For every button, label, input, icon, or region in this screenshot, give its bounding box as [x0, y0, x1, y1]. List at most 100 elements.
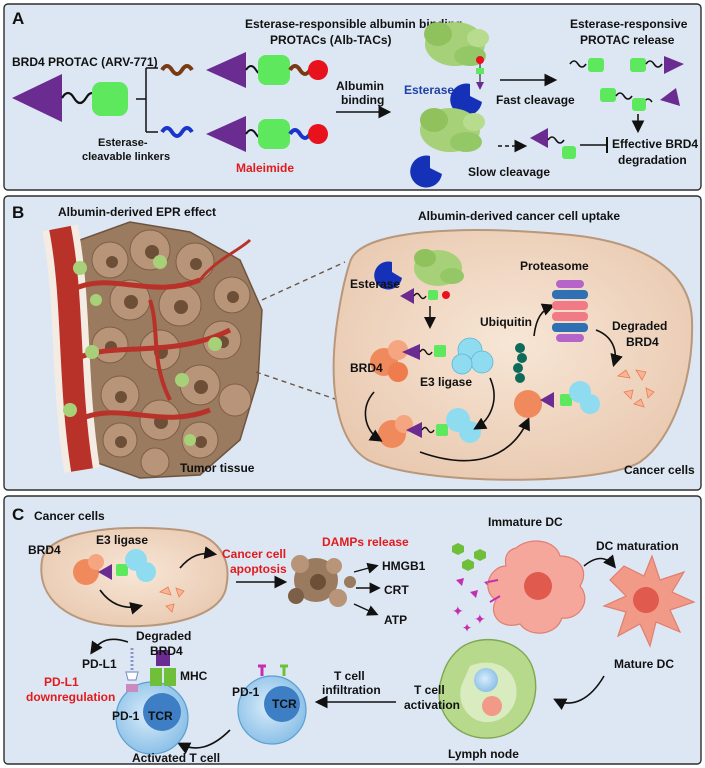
- slow-cleavage: Slow cleavage: [468, 165, 550, 179]
- uptake-title: Albumin-derived cancer cell uptake: [418, 209, 620, 223]
- pd1-left: PD-1: [112, 709, 140, 723]
- effective-2: degradation: [618, 153, 687, 167]
- maleimide-label: Maleimide: [236, 161, 294, 175]
- albumin-bottom: [420, 108, 485, 152]
- activation-1: T cell: [414, 683, 445, 697]
- e3-label-c: E3 ligase: [96, 533, 148, 547]
- degraded-1-c: Degraded: [136, 629, 191, 643]
- cancer-cells-label-c: Cancer cells: [34, 509, 105, 523]
- ternary-complex-c: [73, 549, 156, 585]
- panel-a: A BRD4 PROTAC (ARV-771) Esterase- cleava…: [3, 3, 702, 191]
- release-title-1: Esterase-responsive: [570, 17, 688, 31]
- infiltration-2: infiltration: [322, 683, 381, 697]
- bracket: [136, 67, 158, 133]
- e3-ligand-square: [92, 82, 128, 116]
- pdl1-down-1: PD-L1: [44, 675, 79, 689]
- degraded-fragments-b: [617, 369, 655, 408]
- degraded-1-b: Degraded: [612, 319, 667, 333]
- panel-a-letter: A: [12, 9, 24, 28]
- proteasome-icon: [552, 280, 588, 342]
- e3-blob-b1: [451, 337, 494, 375]
- arv-label: BRD4 PROTAC (ARV-771): [12, 55, 158, 69]
- atp-label: ATP: [384, 613, 407, 627]
- released-protacs: [569, 56, 684, 111]
- brd4-label-c: BRD4: [28, 543, 61, 557]
- infiltration-1: T cell: [334, 669, 365, 683]
- lymph-node: [438, 639, 537, 739]
- arv771-molecule: [12, 74, 128, 122]
- svg-text:✦: ✦: [462, 621, 472, 635]
- brd4-blob-b: [370, 340, 408, 382]
- atp-stars: ✦ ✦ ✦: [452, 604, 486, 635]
- mature-dc: [602, 554, 696, 648]
- blue-linker: [160, 126, 194, 138]
- activated-t-label: Activated T cell: [132, 751, 220, 765]
- tcell-mid: [237, 664, 307, 745]
- albumin-in-tissue: [63, 255, 222, 446]
- release-title-2: PROTAC release: [580, 33, 675, 47]
- pd1-mid: PD-1: [232, 685, 260, 699]
- mature-dc-label: Mature DC: [614, 657, 674, 671]
- pdl1-receptor: [125, 648, 139, 692]
- tumor-label: Tumor tissue: [180, 461, 255, 475]
- dc-maturation-label: DC maturation: [596, 539, 679, 553]
- svg-text:✦: ✦: [452, 604, 464, 620]
- tcell-left: [115, 681, 189, 755]
- esterase-pacman-top: [450, 83, 482, 116]
- degraded-2-c: BRD4: [150, 644, 183, 658]
- panel-b-letter: B: [12, 203, 24, 222]
- cancer-cells-label-b: Cancer cells: [624, 463, 695, 477]
- albtac-title-1: Esterase-responsible albumin binding: [245, 17, 462, 31]
- albumin-binding-1: Albumin: [336, 79, 384, 93]
- esterase-label-b: Esterase: [350, 277, 400, 291]
- hmgb1-hexagons: [452, 543, 486, 571]
- immature-dc-label: Immature DC: [488, 515, 563, 529]
- pdl1-label: PD-L1: [82, 657, 117, 671]
- lymph-label: Lymph node: [448, 747, 519, 761]
- svg-text:✦: ✦: [474, 612, 486, 628]
- e3-label-b: E3 ligase: [420, 375, 472, 389]
- tcr-left: TCR: [148, 709, 173, 723]
- ubiquitinated-complex: [514, 381, 600, 418]
- brd4-ligand-triangle: [12, 74, 62, 122]
- brown-linker: [160, 64, 194, 76]
- degraded-fragments-c: [159, 586, 185, 613]
- zoom-line-top: [261, 261, 346, 301]
- linker-label-2: cleavable linkers: [82, 151, 170, 163]
- fast-cleavage: Fast cleavage: [496, 93, 575, 107]
- proteasome-label: Proteasome: [520, 259, 589, 273]
- activation-2: activation: [404, 698, 460, 712]
- ubiquitin-chain: [513, 343, 527, 383]
- crt-label: CRT: [384, 583, 409, 597]
- apoptotic-cell: [288, 555, 356, 607]
- zoom-line-bottom: [255, 371, 339, 401]
- immature-dc: [487, 540, 586, 634]
- apoptosis-1: Cancer cell: [222, 547, 286, 561]
- ubiquitin-label: Ubiquitin: [480, 315, 532, 329]
- panel-c-letter: C: [12, 505, 24, 524]
- pdl1-down-2: downregulation: [26, 690, 115, 704]
- hmgb1-label: HMGB1: [382, 559, 426, 573]
- mhc-receptor: [150, 650, 176, 686]
- brd4-label-b: BRD4: [350, 361, 383, 375]
- tcr-mid: TCR: [272, 697, 297, 711]
- albtac-blue: [206, 116, 328, 152]
- epr-title: Albumin-derived EPR effect: [58, 205, 216, 219]
- cancer-cell-zoom: [332, 229, 694, 481]
- mhc-label: MHC: [180, 669, 208, 683]
- apoptosis-2: apoptosis: [230, 562, 287, 576]
- linker-label-1: Esterase-: [98, 137, 148, 149]
- degraded-2-b: BRD4: [626, 335, 659, 349]
- effective-1: Effective BRD4: [612, 137, 698, 151]
- cancer-cell-c: [40, 526, 229, 628]
- esterase-pacman-bottom: [410, 155, 442, 188]
- albtac-title-2: PROTACs (Alb-TACs): [270, 33, 392, 47]
- damps-label: DAMPs release: [322, 535, 409, 549]
- panel-c: C Cancer cells BRD4 E3 ligase Cancer cel…: [3, 495, 702, 765]
- albumin-b: [414, 249, 464, 286]
- esterase-icon-b: [374, 261, 402, 290]
- panel-b: B Albumin-derived EPR effect Albumin-der…: [3, 195, 702, 491]
- albtac-brown: [206, 52, 328, 88]
- albumin-binding-2: binding: [341, 93, 384, 107]
